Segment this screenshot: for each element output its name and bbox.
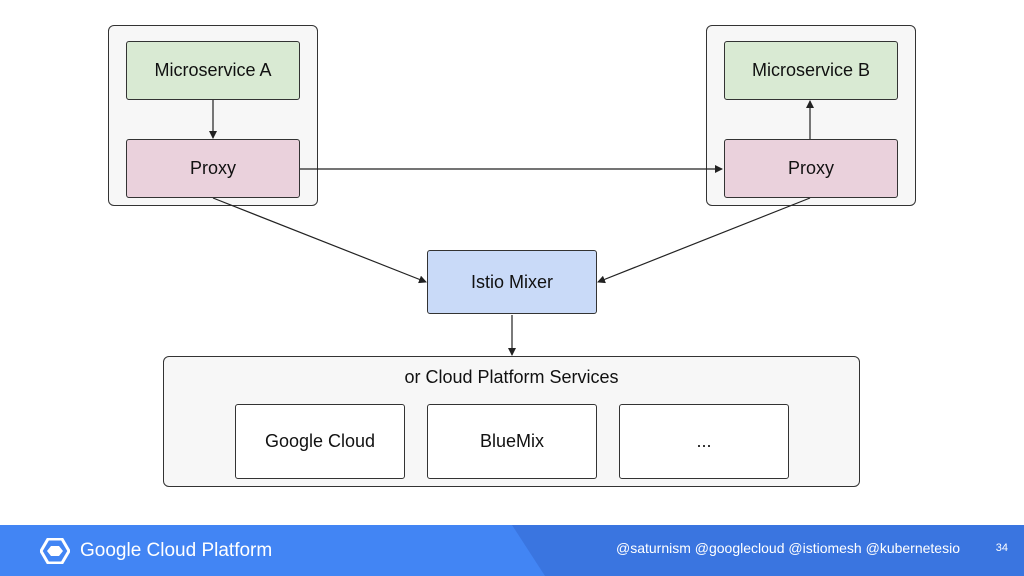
page-number: 34 — [995, 542, 1008, 554]
proxy-a-label: Proxy — [189, 158, 236, 178]
brand-logo: Google Cloud Platform — [40, 537, 272, 565]
footer-accent-shape — [512, 525, 1024, 576]
service-label: Google Cloud — [264, 431, 376, 451]
social-handles: @saturnism @googlecloud @istiomesh @kube… — [615, 540, 960, 556]
proxy-b-box: Proxy — [724, 139, 898, 198]
istio-mixer-label: Istio Mixer — [470, 271, 553, 292]
service-box-google-cloud: Google Cloud — [235, 404, 405, 479]
brand-name: Google Cloud Platform — [80, 540, 273, 561]
proxy-a-box: Proxy — [126, 139, 300, 198]
istio-mixer-box: Istio Mixer — [427, 250, 597, 314]
service-label: BlueMix — [479, 431, 545, 451]
proxy-b-label: Proxy — [787, 158, 834, 178]
microservice-b-label: Microservice B — [751, 60, 871, 80]
microservice-a-label: Microservice A — [154, 60, 272, 80]
footer-bar: Google Cloud Platform @saturnism @google… — [0, 525, 1024, 576]
microservice-b-box: Microservice B — [724, 41, 898, 100]
arrow-proxy-a-to-mixer — [212, 197, 427, 284]
microservice-a-box: Microservice A — [126, 41, 300, 100]
platform-services-title: or Cloud Platform Services — [404, 367, 619, 387]
service-box-bluemix: BlueMix — [427, 404, 597, 479]
service-label: ... — [696, 431, 712, 451]
service-box-more: ... — [619, 404, 789, 479]
google-cloud-hexagon-icon — [40, 538, 70, 564]
arrow-proxy-b-to-mixer — [597, 197, 811, 284]
